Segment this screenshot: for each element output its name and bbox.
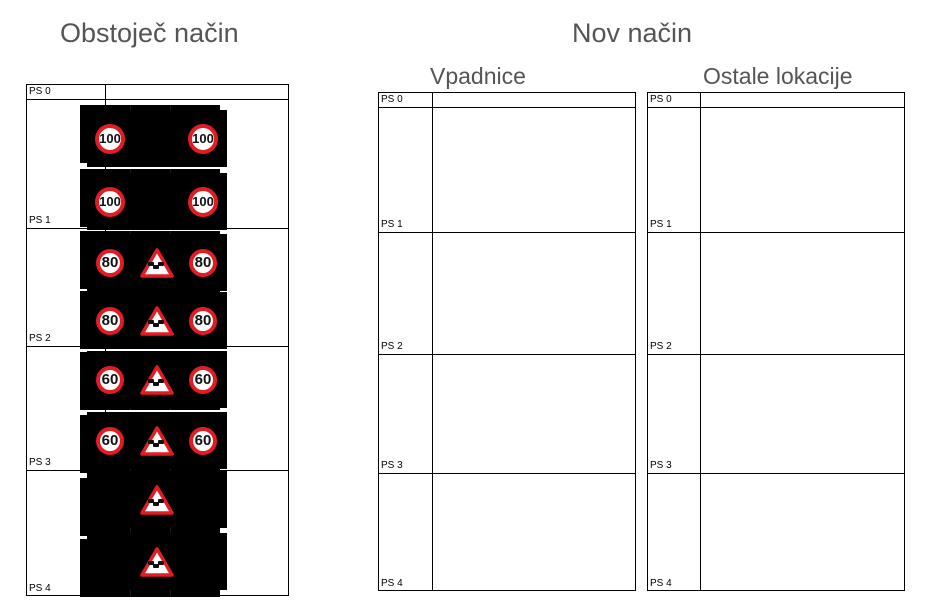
board-cell-right: 60 (180, 351, 225, 408)
speed-limit-sign: 100 (188, 186, 218, 217)
board-cell-left: 100 (87, 110, 133, 167)
board-cell-middle (133, 173, 180, 230)
ps-level-label: PS 2 (650, 341, 672, 352)
title-new-method: Nov način (572, 18, 693, 48)
table-row: PS 2 (648, 233, 904, 355)
ps-level-label: PS 1 (381, 219, 403, 230)
board-cell-middle (133, 110, 180, 167)
table-vpadnice: PS 0PS 1PS 2PS 3PS 4100UMIRJENO PRIDEM H… (89, 92, 636, 592)
table-row: PS 4 (648, 474, 904, 592)
ps-level-label: PS 0 (650, 94, 672, 105)
speed-limit-sign: 80 (189, 306, 217, 335)
vms-board (87, 533, 225, 590)
board-cell-middle (133, 234, 180, 291)
board-cell-right: 60 (180, 412, 225, 469)
column-divider (432, 93, 433, 590)
vms-board: 80 80 (87, 234, 225, 291)
ps-level-label: PS 0 (381, 94, 403, 105)
table-row: PS 3 (648, 355, 904, 474)
board-cell-left (87, 533, 133, 590)
vms-board: 100 100 (87, 110, 225, 167)
speed-limit-sign: 100 (95, 186, 125, 217)
vms-board (87, 471, 225, 528)
table-row: PS 1 (379, 108, 635, 233)
vms-board: 100 100 (87, 173, 225, 230)
board-cell-left: 80 (87, 292, 133, 349)
ps-level-label: PS 4 (650, 578, 672, 589)
congestion-triangle-icon (139, 364, 174, 395)
table-row: PS 0 (379, 93, 635, 108)
board-cell-middle (133, 471, 180, 528)
vms-board: 80 80 (87, 292, 225, 349)
table-row: PS 2 (379, 233, 635, 355)
board-cell-left: 80 (87, 234, 133, 291)
board-cell-left: 60 (87, 412, 133, 469)
board-cell-middle (133, 412, 180, 469)
speed-limit-sign: 60 (96, 365, 124, 394)
congestion-triangle-icon (139, 247, 174, 278)
board-cell-middle (133, 351, 180, 408)
title-ostale-lokacije: Ostale lokacije (703, 63, 853, 89)
board-cell-left: 100 (87, 173, 133, 230)
congestion-triangle-icon (139, 305, 174, 336)
speed-limit-sign: 60 (96, 426, 124, 455)
congestion-triangle-icon (139, 484, 174, 515)
speed-limit-sign: 80 (96, 248, 124, 277)
board-cell-right: 80 (180, 234, 225, 291)
ps-level-label: PS 3 (381, 460, 403, 471)
table-row: PS 3 (379, 355, 635, 474)
ps-level-label: PS 3 (29, 457, 51, 468)
ps-level-label: PS 4 (381, 578, 403, 589)
ps-level-label: PS 4 (29, 583, 51, 594)
ps-level-label: PS 2 (381, 341, 403, 352)
board-cell-right (180, 533, 225, 590)
table-row: PS 4 (27, 471, 288, 597)
table-row: PS 4 (379, 474, 635, 592)
ps-level-label: PS 3 (650, 460, 672, 471)
board-cell-middle (133, 292, 180, 349)
speed-limit-sign: 100 (188, 123, 218, 154)
title-old-method: Obstoječ način (60, 18, 239, 48)
ps-level-label: PS 1 (29, 215, 51, 226)
vms-board: 60 60 (87, 412, 225, 469)
board-cell-right: 80 (180, 292, 225, 349)
ps-level-label: PS 0 (29, 86, 51, 97)
speed-limit-sign: 60 (189, 365, 217, 394)
board-cell-left: 60 (87, 351, 133, 408)
title-vpadnice: Vpadnice (430, 63, 526, 89)
board-cell-right (180, 471, 225, 528)
board-cell-right: 100 (180, 173, 225, 230)
speed-limit-sign: 80 (189, 248, 217, 277)
congestion-triangle-icon (139, 425, 174, 456)
board-cell-middle (133, 533, 180, 590)
board-cell-right: 100 (180, 110, 225, 167)
board-cell-left (87, 471, 133, 528)
ps-level-label: PS 2 (29, 333, 51, 344)
table-row: PS 0 (648, 93, 904, 108)
speed-limit-sign: 100 (95, 123, 125, 154)
speed-limit-sign: 80 (96, 306, 124, 335)
table-row: PS 0 (27, 85, 288, 100)
column-divider (700, 93, 701, 590)
ps-level-label: PS 1 (650, 219, 672, 230)
congestion-triangle-icon (139, 546, 174, 577)
vms-board: 60 60 (87, 351, 225, 408)
speed-limit-sign: 60 (189, 426, 217, 455)
table-row: PS 1 (648, 108, 904, 233)
